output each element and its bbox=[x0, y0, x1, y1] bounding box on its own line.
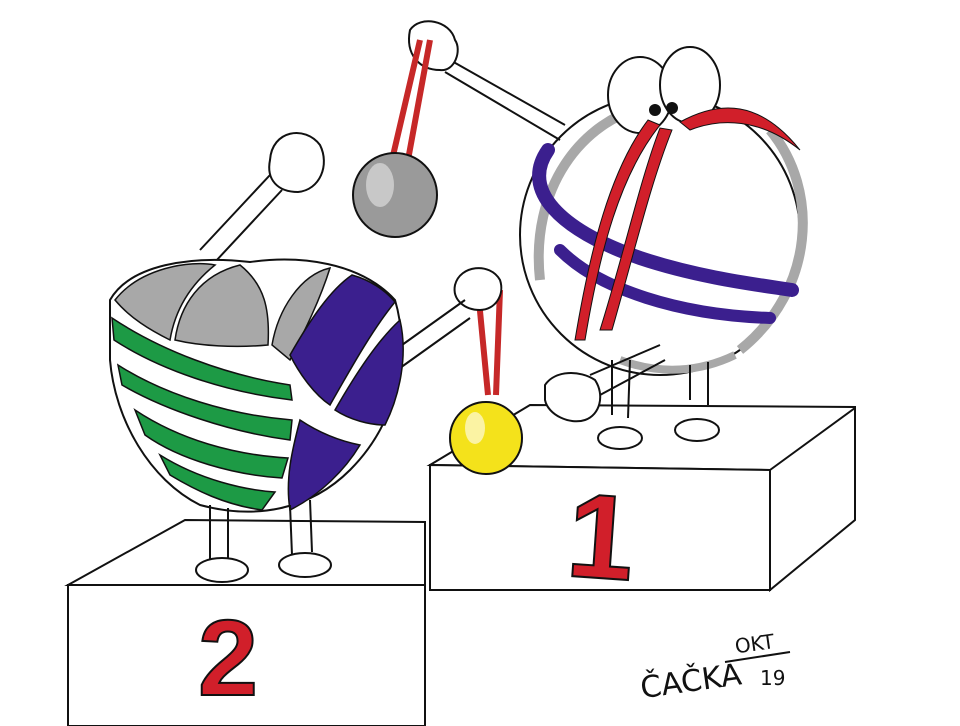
winner-foot-right bbox=[674, 418, 720, 442]
silver-medal-ribbon bbox=[389, 39, 433, 161]
second-hand-holding-gold bbox=[453, 267, 503, 312]
signature-name: ČAČKA bbox=[638, 655, 744, 706]
podium-first-place bbox=[426, 403, 856, 593]
artist-signature: ČAČKA OKT 19 bbox=[638, 629, 791, 706]
podium bbox=[64, 403, 856, 726]
second-foot-left bbox=[195, 557, 249, 583]
gold-medal bbox=[449, 267, 523, 475]
second-hand-raised bbox=[268, 132, 325, 194]
winner-purple-stripe-lower bbox=[554, 244, 776, 324]
silver-medal bbox=[352, 39, 438, 238]
podium-number-two: 2 bbox=[198, 597, 258, 718]
winner-character bbox=[408, 20, 808, 450]
winner-purple-stripe-upper bbox=[532, 143, 799, 297]
signature-year: 19 bbox=[760, 666, 785, 690]
podium-number-one: 1 bbox=[563, 468, 639, 606]
winner-red-streaks bbox=[574, 107, 801, 341]
winner-hand-lower bbox=[544, 372, 602, 423]
winner-arm-raised bbox=[444, 59, 566, 141]
winner-arm-lower bbox=[589, 344, 666, 396]
second-foot-right bbox=[278, 552, 332, 578]
winner-foot-left bbox=[597, 426, 643, 450]
podium-second-place bbox=[64, 518, 426, 726]
signature-month: OKT bbox=[733, 629, 776, 658]
gold-medal-disc bbox=[449, 401, 523, 475]
silver-medal-disc bbox=[352, 152, 438, 238]
second-place-character bbox=[109, 132, 471, 583]
